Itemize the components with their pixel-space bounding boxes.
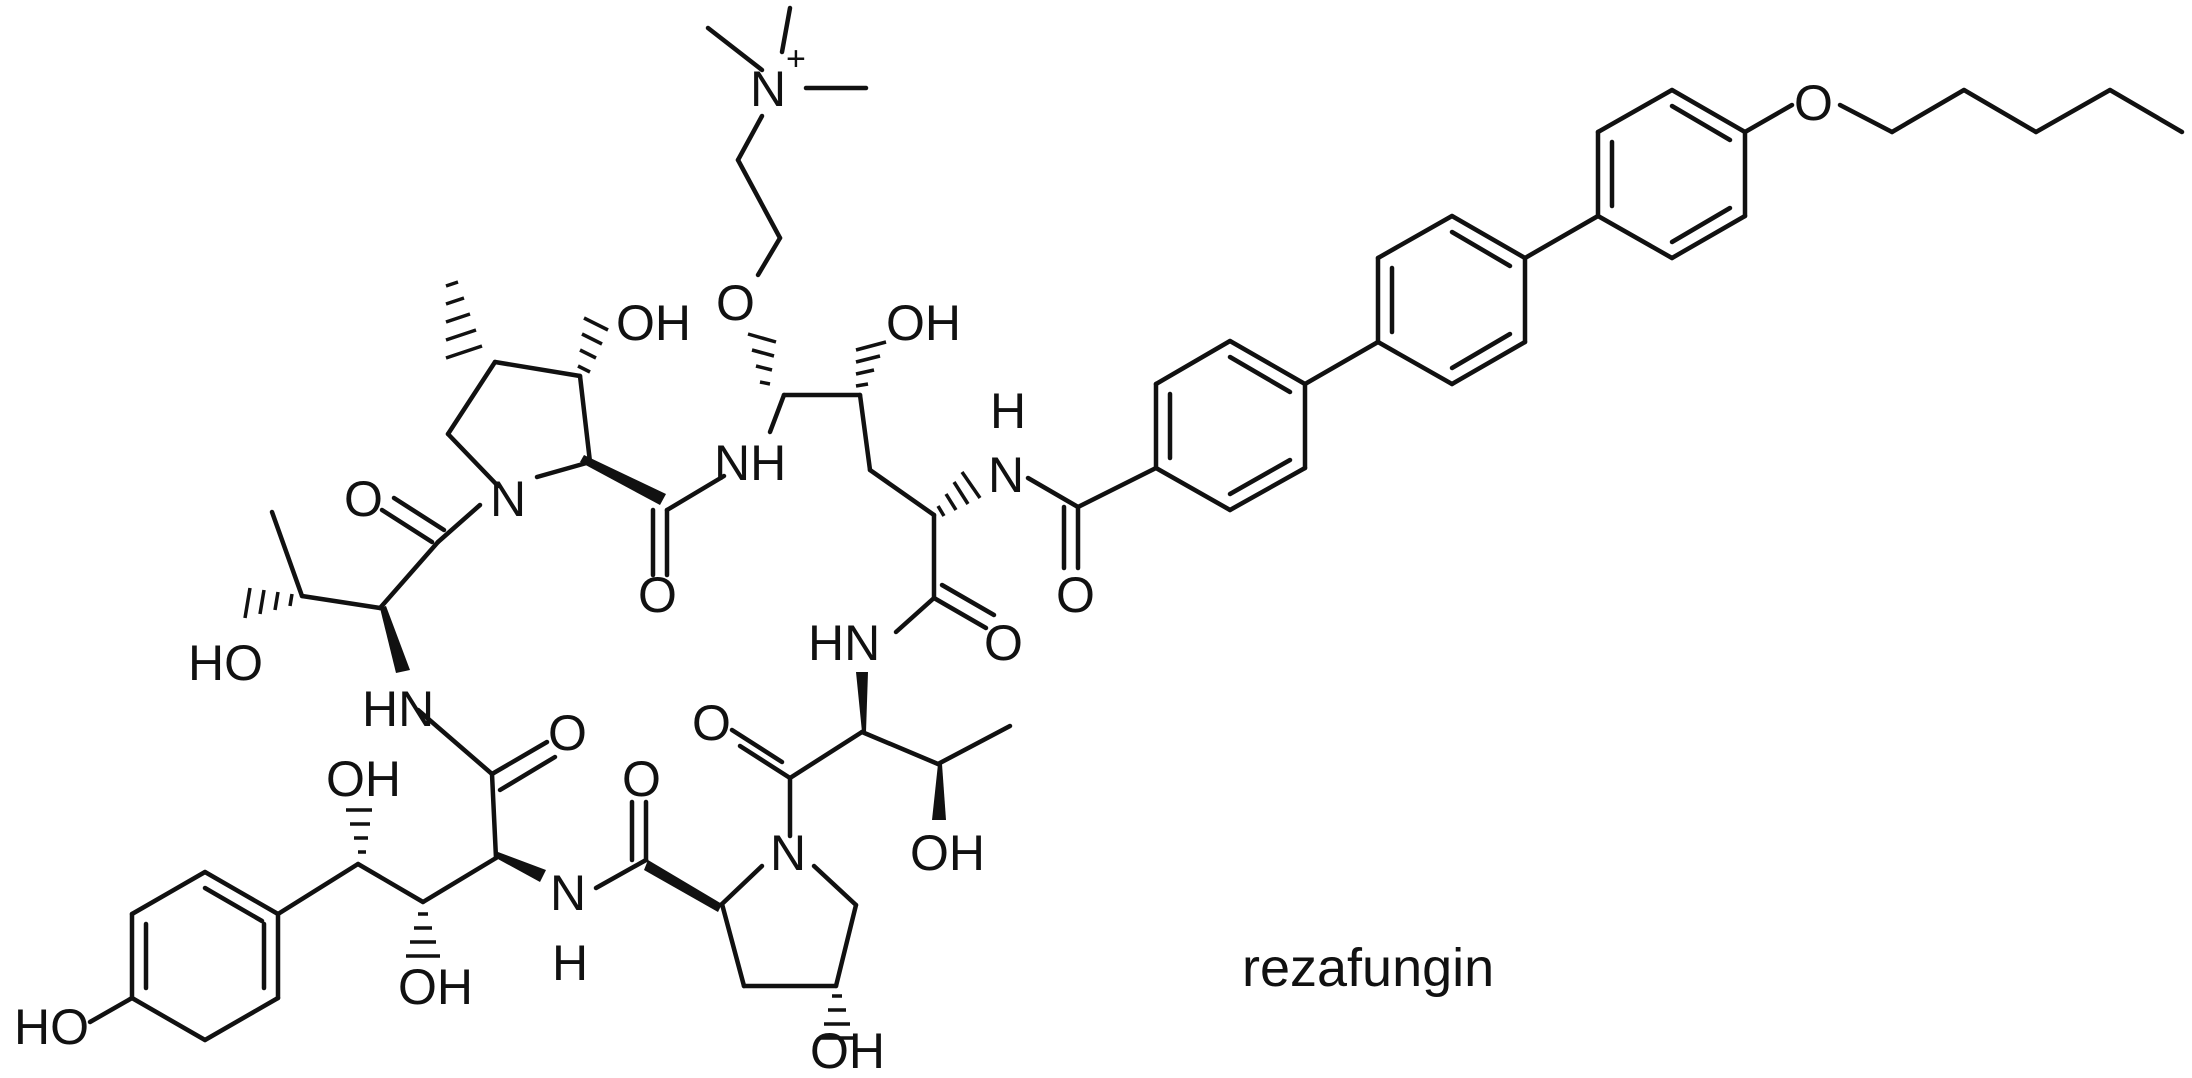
atom-hn-left: HN	[362, 681, 434, 737]
charge-plus: +	[786, 40, 806, 78]
atom-oh-pyrrolidine-top: OH	[616, 295, 691, 351]
atom-oh-threonine-bottom: OH	[910, 825, 985, 881]
stereo-wedges	[380, 455, 946, 912]
atom-oh-benzylic: OH	[326, 751, 401, 807]
atom-o-pentyl-ether: O	[1794, 75, 1833, 131]
atom-hn-threonine: HN	[808, 615, 880, 671]
atom-ho-left: HO	[188, 635, 263, 691]
atom-h-amide-top: H	[990, 383, 1026, 439]
atom-o-carbonyl-2: O	[638, 567, 677, 623]
atom-o-ether-side: O	[716, 275, 755, 331]
atom-oh-threo-top: OH	[886, 295, 961, 351]
atom-o-carbonyl-5: O	[692, 695, 731, 751]
stereo-hashes	[243, 280, 982, 1040]
compound-name-caption: rezafungin	[1242, 938, 1494, 998]
atom-n-amide-bottom: N	[550, 865, 586, 921]
atom-n-amide-top: N	[988, 447, 1024, 503]
atom-o-carbonyl-6: O	[622, 751, 661, 807]
atom-h-amide-bottom: H	[552, 935, 588, 991]
atom-labels: N + O O OH OH H N NH O N O O HN O HO HN …	[14, 40, 1833, 1078]
atom-oh-hydroxyproline: OH	[810, 1023, 885, 1078]
atom-n-pyrrolidine-top: N	[490, 471, 526, 527]
atom-ho-phenol: HO	[14, 999, 89, 1055]
atom-o-carbonyl-4: O	[548, 705, 587, 761]
atom-nh-top: NH	[714, 435, 786, 491]
atom-oh-diol: OH	[398, 959, 473, 1015]
atom-o-carbonyl-1: O	[344, 471, 383, 527]
atom-n-trimethylammonium: N	[750, 61, 786, 117]
bond-skeleton	[87, 5, 2185, 1043]
atom-o-carbonyl-3: O	[984, 615, 1023, 671]
atom-o-carbonyl-benzamide: O	[1056, 567, 1095, 623]
atom-n-pyrrolidine-bottom: N	[770, 825, 806, 881]
